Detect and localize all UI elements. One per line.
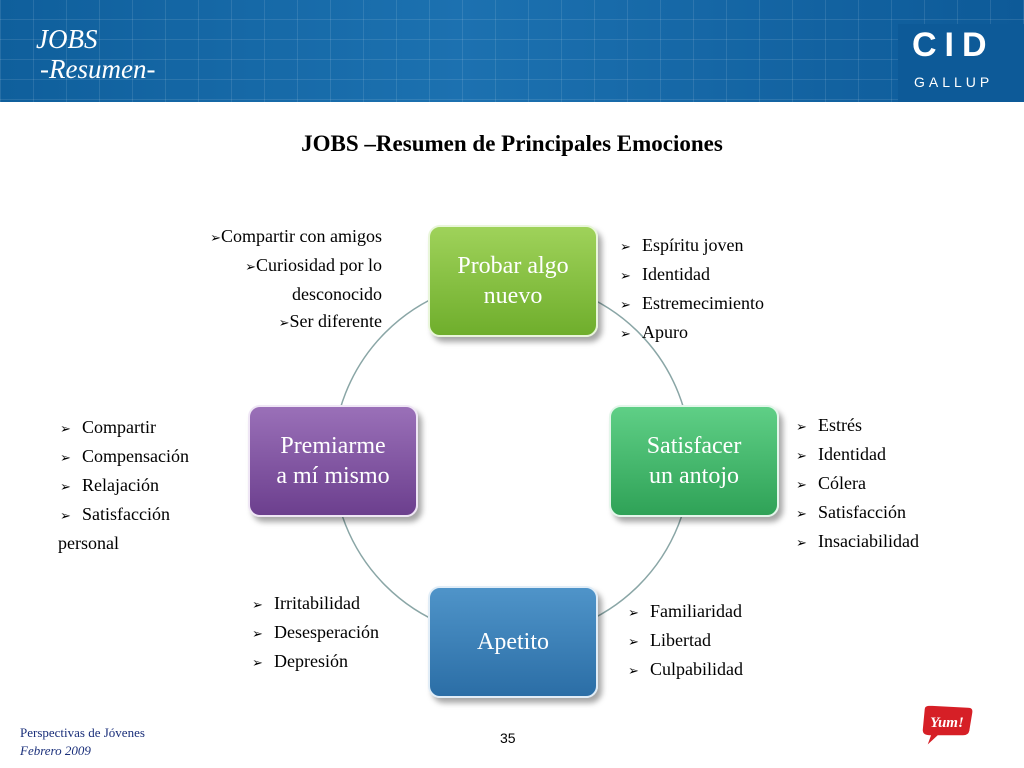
arrow-bullet-icon: ➢ [796, 420, 807, 435]
arrow-bullet-icon: ➢ [252, 656, 263, 671]
list-item: ➢Espíritu joven [620, 232, 764, 261]
arrow-bullet-icon: ➢ [796, 507, 807, 522]
yum-logo: Yum! [921, 704, 974, 748]
list-item: ➢Relajación [60, 472, 189, 501]
slide-title: JOBS –Resumen de Principales Emociones [301, 131, 723, 156]
list-item: ➢Satisfacción [60, 501, 189, 530]
arrow-bullet-icon: ➢ [60, 422, 71, 437]
arrow-bullet-icon: ➢ [628, 664, 639, 679]
node-premiarme-a-mi-mismo: Premiarme a mí mismo [248, 405, 418, 517]
list-item: ➢Compensación [60, 443, 189, 472]
header-banner: JOBS -Resumen- CID GALLUP [0, 0, 1024, 102]
list-item: ➢Desesperación [252, 619, 379, 648]
arrow-bullet-icon: ➢ [628, 606, 639, 621]
list-item: ➢Cólera [796, 470, 919, 499]
list-item: ➢Estremecimiento [620, 290, 764, 319]
footer-line: Perspectivas de Jóvenes [20, 725, 145, 740]
arrow-bullet-icon: ➢ [252, 627, 263, 642]
list-item: ➢Familiaridad [628, 598, 743, 627]
node-label-line: Probar algo [457, 253, 569, 279]
arrow-bullet-icon: ➢ [796, 478, 807, 493]
arrow-bullet-icon: ➢ [620, 298, 631, 313]
list-item: ➢Estrés [796, 412, 919, 441]
arrow-bullet-icon: ➢ [620, 327, 631, 342]
arrow-bullet-icon: ➢ [252, 598, 263, 613]
emotion-list-bottom-right: ➢Familiaridad ➢Libertad ➢Culpabilidad [628, 598, 743, 685]
list-item: ➢Culpabilidad [628, 656, 743, 685]
node-apetito: Apetito [428, 586, 598, 698]
arrow-bullet-icon: ➢ [278, 316, 290, 331]
arrow-bullet-icon: ➢ [60, 509, 71, 524]
list-item: ➢Identidad [796, 441, 919, 470]
arrow-bullet-icon: ➢ [245, 260, 256, 275]
list-item: ➢Libertad [628, 627, 743, 656]
cid-gallup-logo: CID GALLUP [898, 24, 1024, 102]
node-label-line: a mí mismo [276, 463, 390, 489]
list-item: ➢Satisfacción [796, 499, 919, 528]
arrow-bullet-icon: ➢ [620, 269, 631, 284]
section-subtitle: -Resumen- [40, 54, 156, 84]
arrow-bullet-icon: ➢ [796, 536, 807, 551]
arrow-bullet-icon: ➢ [620, 240, 631, 255]
list-item: personal [58, 533, 119, 553]
emotion-list-top-right: ➢Espíritu joven ➢Identidad ➢Estremecimie… [620, 232, 764, 348]
node-label-line: Satisfacer [646, 433, 742, 459]
list-item: ➢Insaciabilidad [796, 528, 919, 557]
list-item: ➢Compartir con amigos [150, 223, 382, 252]
logo-sub-text: GALLUP [914, 74, 994, 90]
emotion-list-bottom-left: ➢Irritabilidad ➢Desesperación ➢Depresión [252, 590, 379, 677]
footer-caption: Perspectivas de Jóvenes Febrero 2009 [20, 724, 145, 760]
list-item: ➢Depresión [252, 648, 379, 677]
list-item: ➢Irritabilidad [252, 590, 379, 619]
emotion-list-top-left: ➢Compartir con amigos ➢Curiosidad por lo… [150, 223, 382, 337]
node-label-line: un antojo [649, 463, 739, 489]
arrow-bullet-icon: ➢ [60, 480, 71, 495]
list-item: ➢Curiosidad por lo [150, 252, 382, 281]
arrow-bullet-icon: ➢ [60, 451, 71, 466]
arrow-bullet-icon: ➢ [210, 231, 222, 246]
list-item: ➢Apuro [620, 319, 764, 348]
node-satisfacer-un-antojo: Satisfacer un antojo [609, 405, 779, 517]
arrow-bullet-icon: ➢ [796, 449, 807, 464]
list-item: ➢Compartir [60, 414, 189, 443]
page-number: 35 [500, 730, 516, 746]
header-grid-pattern [0, 0, 1024, 102]
footer-date: Febrero 2009 [20, 743, 91, 758]
emotion-list-right: ➢Estrés ➢Identidad ➢Cólera ➢Satisfacción… [796, 412, 919, 557]
list-item: ➢Ser diferente [150, 308, 382, 337]
arrow-bullet-icon: ➢ [628, 635, 639, 650]
list-item: desconocido [292, 284, 382, 304]
section-title: JOBS [36, 24, 98, 54]
node-label-line: Apetito [477, 629, 549, 655]
node-probar-algo-nuevo: Probar algo nuevo [428, 225, 598, 337]
list-item: ➢Identidad [620, 261, 764, 290]
emotion-list-left: ➢Compartir ➢Compensación ➢Relajación ➢Sa… [58, 414, 189, 557]
yum-logo-text: Yum! [930, 715, 964, 731]
logo-main-text: CID [912, 26, 995, 64]
node-label-line: nuevo [483, 283, 543, 309]
node-label-line: Premiarme [280, 433, 386, 459]
